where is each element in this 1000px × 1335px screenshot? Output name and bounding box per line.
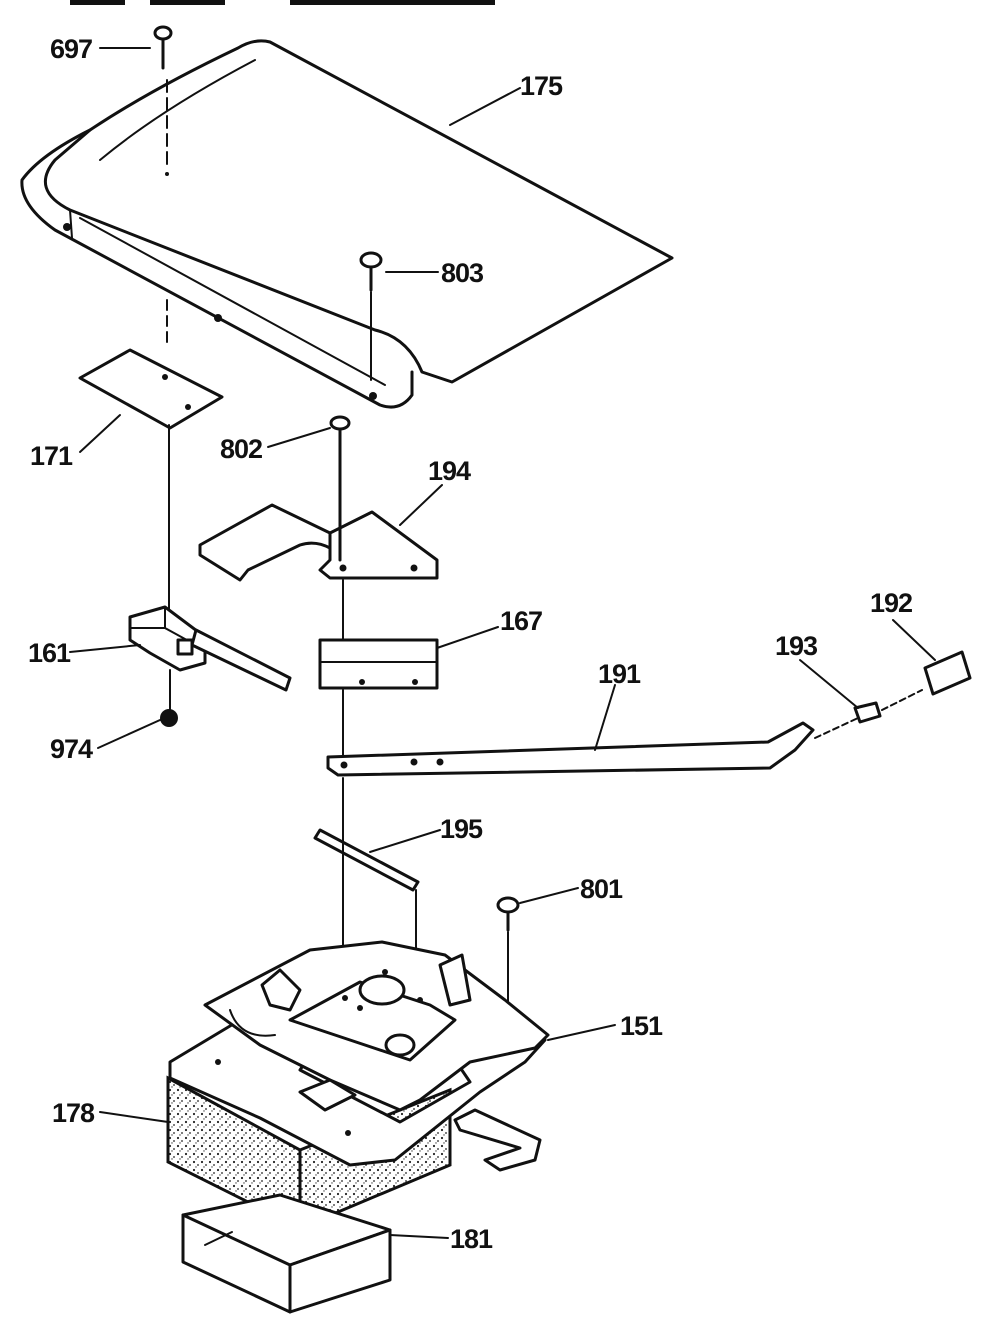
callout-802: 802 xyxy=(220,434,262,464)
cropped-header-marks xyxy=(70,0,495,5)
callout-801: 801 xyxy=(580,874,623,904)
part-181-base-block xyxy=(181,1193,392,1314)
part-192-knob xyxy=(923,650,972,696)
callout-171: 171 xyxy=(30,441,73,471)
part-175-top-cover xyxy=(20,39,674,409)
callout-192: 192 xyxy=(870,588,912,618)
callout-167: 167 xyxy=(500,606,542,636)
callout-193: 193 xyxy=(775,631,818,661)
callout-178: 178 xyxy=(52,1098,95,1128)
callout-151: 151 xyxy=(620,1011,663,1041)
callout-175: 175 xyxy=(520,71,563,101)
part-802-screw xyxy=(329,415,351,562)
part-167-clip xyxy=(318,579,439,756)
leader-lines xyxy=(69,47,936,1239)
callout-697: 697 xyxy=(50,34,92,64)
part-697-screw xyxy=(153,25,173,171)
part-193-clip xyxy=(853,689,923,724)
part-803-screw xyxy=(359,251,383,381)
callout-191: 191 xyxy=(598,659,641,689)
part-151-latch-assembly xyxy=(168,940,550,1172)
part-191-arm xyxy=(326,717,859,777)
callout-181: 181 xyxy=(450,1224,493,1254)
callout-161: 161 xyxy=(28,638,71,668)
part-161-switch xyxy=(128,424,292,727)
callout-803: 803 xyxy=(441,258,484,288)
callout-195: 195 xyxy=(440,814,483,844)
callout-labels: 697 175 803 171 802 194 161 167 192 193 … xyxy=(28,34,913,1254)
callout-974: 974 xyxy=(50,734,93,764)
callout-194: 194 xyxy=(428,456,471,486)
part-194-bracket xyxy=(198,503,439,582)
part-171-plate xyxy=(78,299,224,430)
